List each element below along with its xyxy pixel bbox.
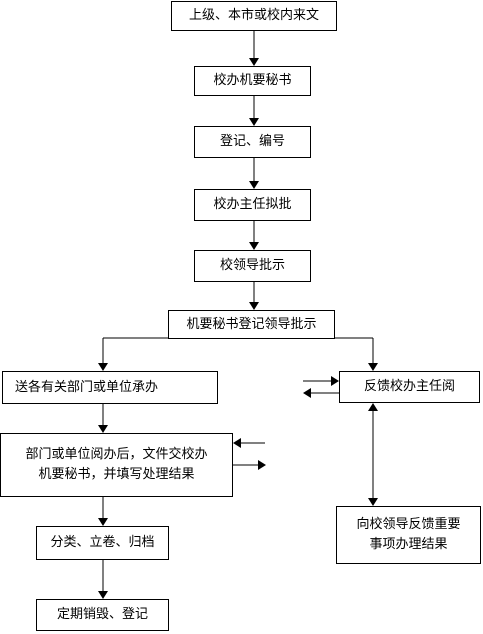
node-destroy-register: 定期销毁、登记: [36, 599, 169, 631]
arrowhead: [249, 118, 259, 126]
node-feedback-leader: 向校领导反馈重要 事项办理结果: [336, 506, 481, 564]
feedback-text-line-2: 事项办理结果: [369, 537, 448, 552]
arrowhead: [258, 460, 266, 470]
arrowhead: [249, 58, 259, 66]
node-register-number: 登记、编号: [194, 126, 311, 158]
arrowhead: [249, 181, 259, 189]
node-school-office-secretary: 校办机要秘书: [194, 66, 311, 96]
arrowhead: [98, 363, 108, 371]
node-incoming-documents: 上级、本市或校内来文: [171, 1, 337, 31]
arrowhead: [233, 438, 241, 448]
arrowhead: [331, 376, 339, 386]
node-secretary-register-approval: 机要秘书登记领导批示: [168, 310, 335, 339]
arrowhead: [98, 591, 108, 599]
feedback-text-line-1: 向校领导反馈重要: [356, 517, 461, 532]
node-department-process: 部门或单位阅办后，文件交校办 机要秘书，并填写处理结果: [0, 433, 233, 497]
node-send-departments: 送各有关部门或单位承办: [2, 371, 218, 404]
arrowhead: [98, 425, 108, 433]
arrowhead: [98, 518, 108, 526]
arrowhead: [249, 242, 259, 250]
arrowhead: [249, 302, 259, 310]
node-feedback-director: 反馈校办主任阅: [339, 371, 480, 403]
arrowhead: [368, 363, 378, 371]
node-leader-approval: 校领导批示: [194, 250, 311, 282]
node-archive: 分类、立卷、归档: [36, 526, 169, 560]
arrowhead: [368, 403, 378, 411]
arrowhead: [368, 498, 378, 506]
arrowhead: [303, 388, 311, 398]
process-text-line-2: 机要秘书，并填写处理结果: [38, 467, 195, 482]
process-text-line-1: 部门或单位阅办后，文件交校办: [25, 447, 208, 462]
node-director-draft-approval: 校办主任拟批: [194, 189, 311, 221]
